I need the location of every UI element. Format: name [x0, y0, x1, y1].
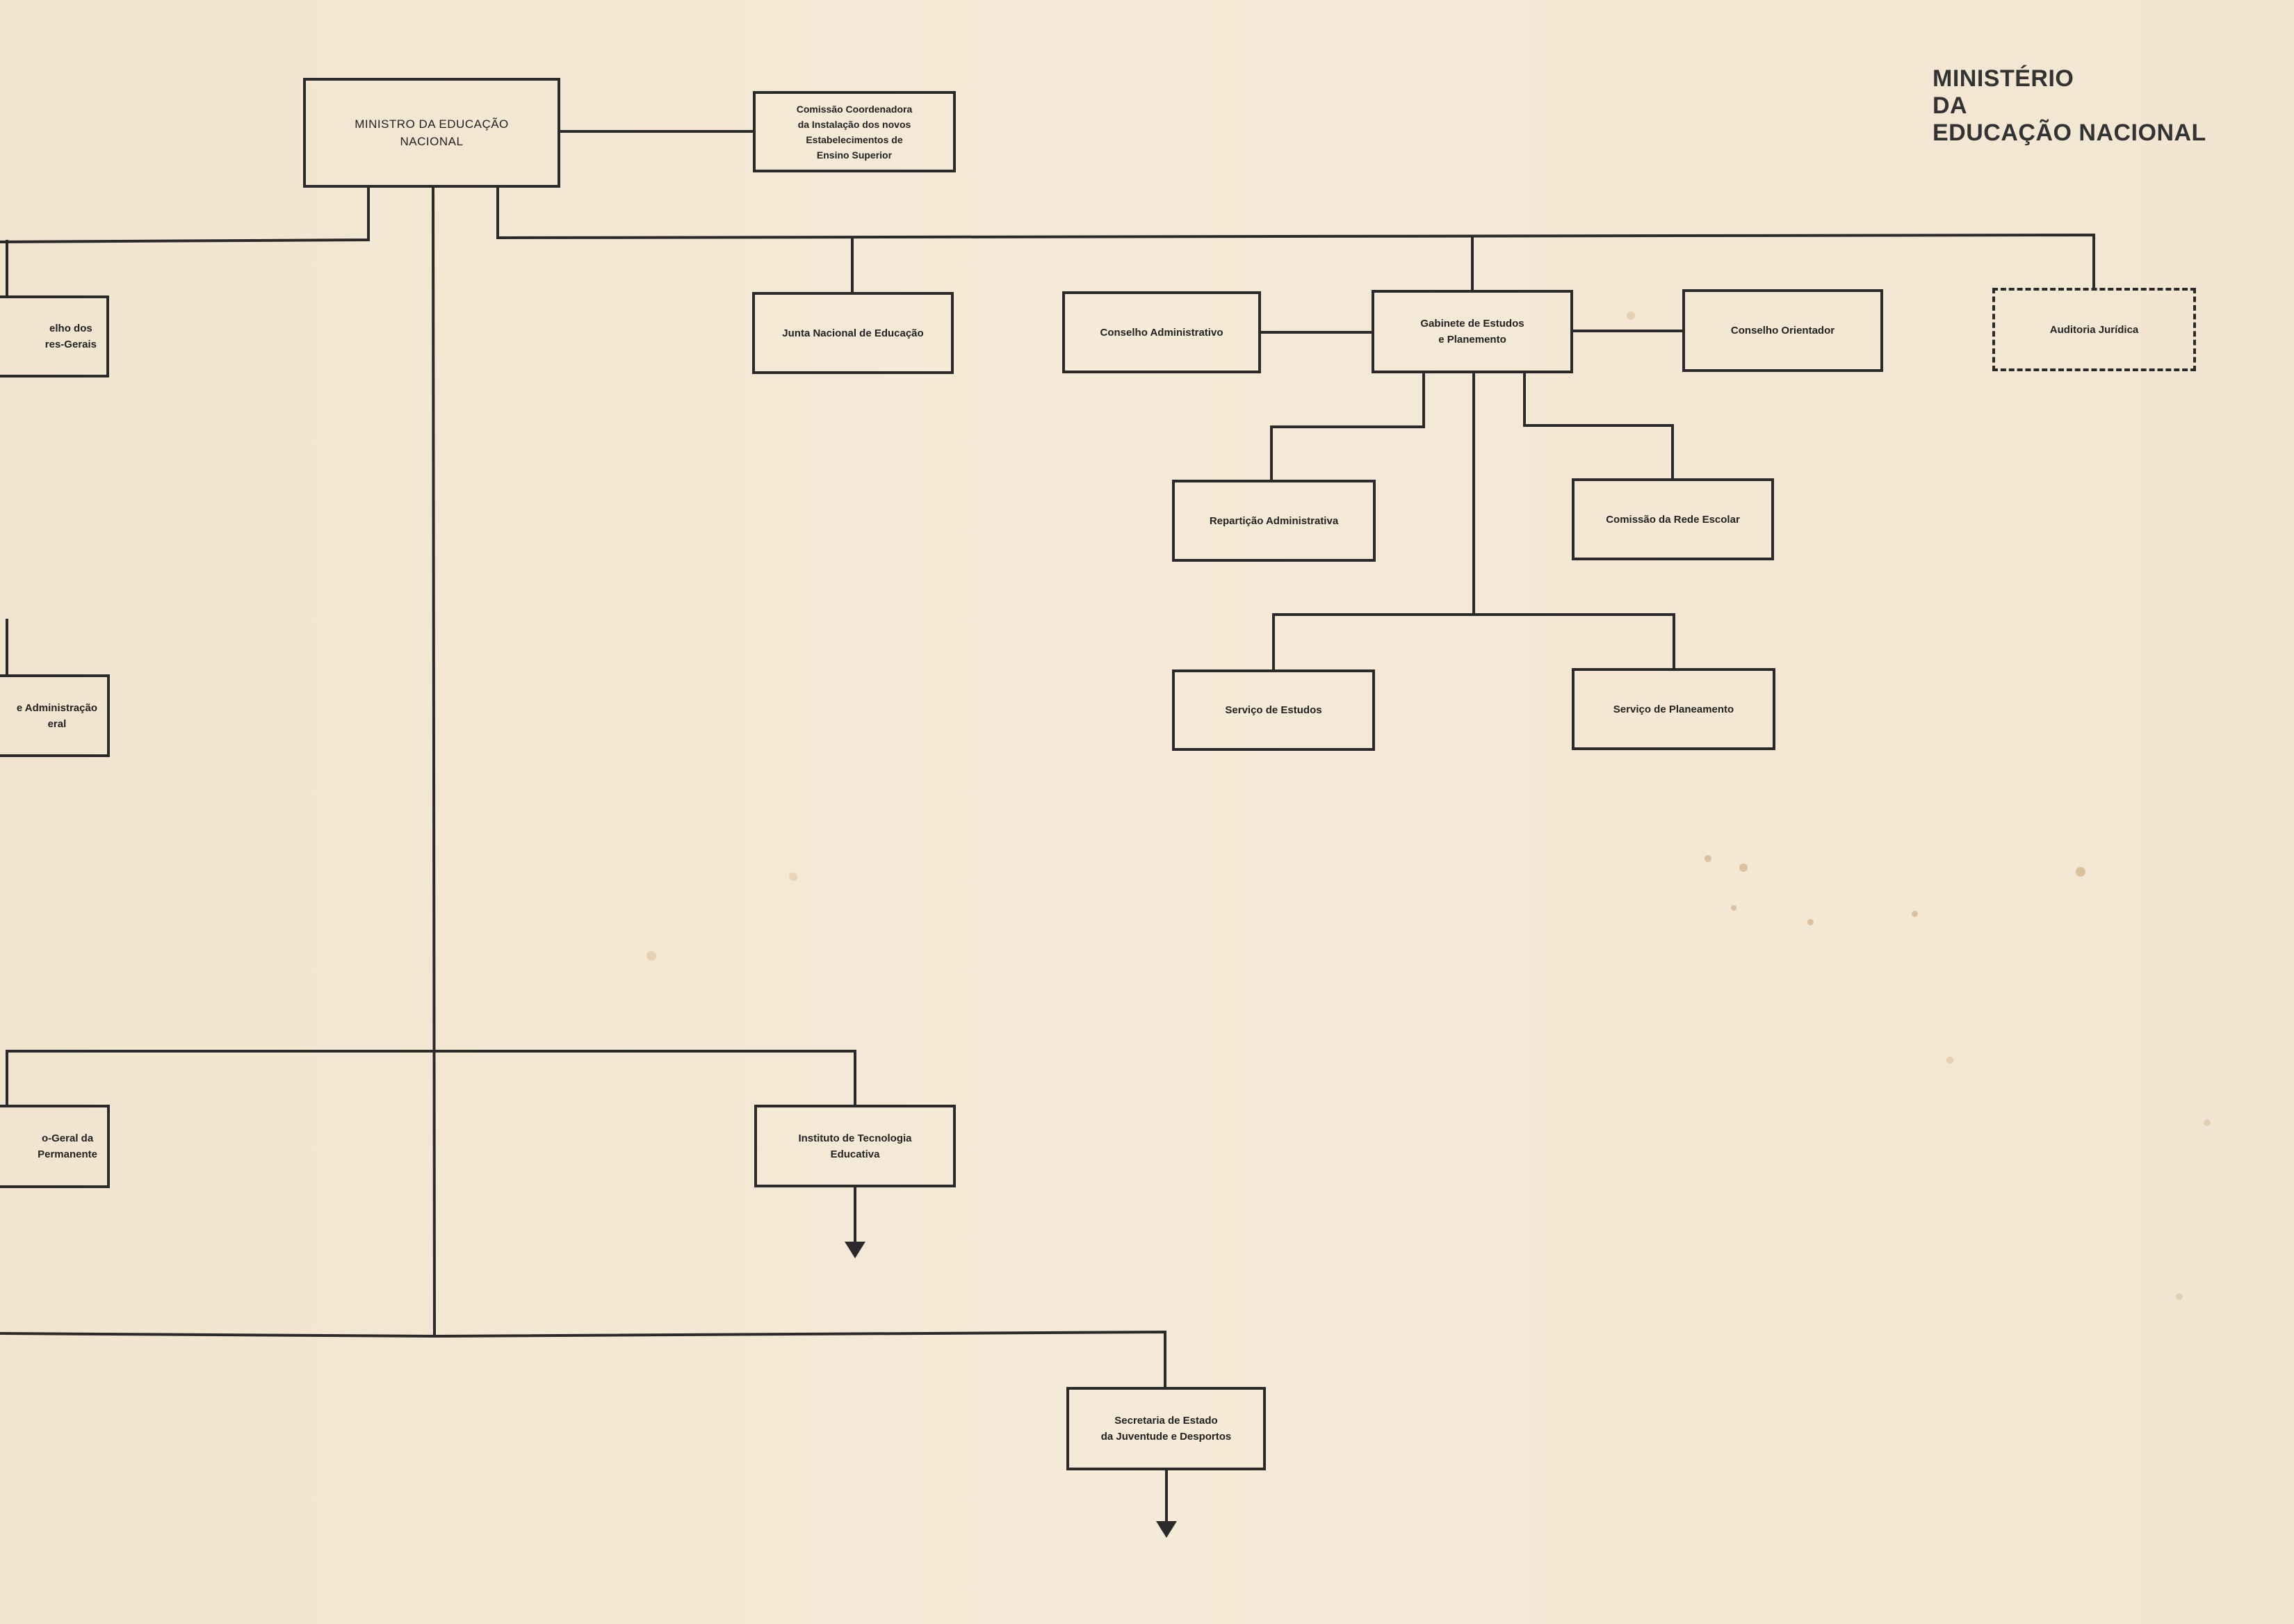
paper-stain	[789, 872, 797, 881]
paper-fold	[431, 0, 433, 1624]
administracao-geral-box: e Administração eral	[0, 674, 110, 757]
paper-stain	[1946, 1057, 1953, 1064]
paper-stain	[1731, 905, 1736, 911]
paper-stain	[1912, 911, 1918, 917]
conselho-administrativo-box: Conselho Administrativo	[1062, 291, 1261, 373]
reparticao-administrativa-box: Repartição Administrativa	[1172, 480, 1376, 562]
conselho-directores-gerais-box: elho dos res-Gerais	[0, 295, 109, 377]
instituto-tecnologia-box: Instituto de Tecnologia Educativa	[754, 1105, 956, 1187]
paper-stain	[646, 951, 656, 961]
ministro-box: MINISTRO DA EDUCAÇÃO NACIONAL	[303, 78, 560, 188]
servico-planeamento-box: Serviço de Planeamento	[1572, 668, 1775, 750]
conselho-orientador-box: Conselho Orientador	[1682, 289, 1883, 372]
paper-stain	[2204, 1119, 2211, 1126]
title-line: MINISTÉRIO	[1933, 65, 2074, 92]
title-line: DA	[1933, 92, 1968, 119]
secretaria-juventude-box: Secretaria de Estado da Juventude e Desp…	[1066, 1387, 1266, 1470]
paper-stain	[1705, 855, 1711, 862]
direccao-geral-permanente-box: o-Geral da Permanente	[0, 1105, 110, 1188]
paper-stain	[1627, 311, 1635, 320]
title-line: EDUCAÇÃO NACIONAL	[1933, 120, 2206, 146]
comissao-rede-escolar-box: Comissão da Rede Escolar	[1572, 478, 1774, 560]
paper-stain	[1807, 919, 1814, 925]
paper-stain	[2176, 1293, 2183, 1300]
paper-stain	[1739, 863, 1748, 872]
paper-fold	[1431, 0, 1433, 1624]
paper-stain	[2076, 867, 2085, 877]
auditoria-juridica-box: Auditoria Jurídica	[1992, 288, 2196, 371]
servico-estudos-box: Serviço de Estudos	[1172, 669, 1375, 751]
ministry-title: MINISTÉRIO DA EDUCAÇÃO NACIONAL	[1933, 65, 2206, 147]
junta-nacional-box: Junta Nacional de Educação	[752, 292, 954, 374]
comissao-coordenadora-box: Comissão Coordenadora da Instalação dos …	[753, 91, 956, 172]
gabinete-estudos-box: Gabinete de Estudos e Planemento	[1372, 290, 1573, 373]
